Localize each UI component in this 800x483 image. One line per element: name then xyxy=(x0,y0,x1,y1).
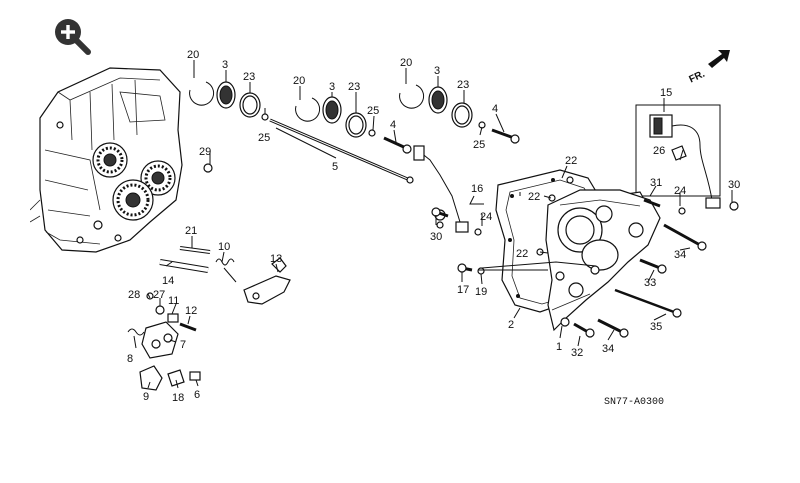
seal-set-right xyxy=(399,84,486,129)
callout-number: 19 xyxy=(475,286,487,298)
callout-number: 5 xyxy=(332,161,338,173)
callout-number: 1 xyxy=(556,341,562,353)
zoom-in-icon xyxy=(55,19,91,55)
callout-number: 22 xyxy=(516,248,528,260)
callout-number: 9 xyxy=(143,391,149,403)
bolt-4-left xyxy=(383,136,412,154)
callout-number: 15 xyxy=(660,87,672,99)
callout-number: 2 xyxy=(508,319,514,331)
seal-set-left xyxy=(189,81,269,121)
callout-number: 25 xyxy=(367,105,379,117)
callout-number: 33 xyxy=(644,277,656,289)
callout-number: 18 xyxy=(172,392,184,404)
small-parts-cluster xyxy=(127,292,201,391)
callout-number: 34 xyxy=(602,343,614,355)
callout-number: 35 xyxy=(650,321,662,333)
callout-number: 4 xyxy=(492,103,498,115)
callout-number: 16 xyxy=(471,183,483,195)
callout-number: 22 xyxy=(565,155,577,167)
callout-number: 8 xyxy=(127,353,133,365)
exploded-parts-diagram: FR. 20 3 23 25 20 3 23 25 20 3 23 4 4 25… xyxy=(30,49,740,408)
callout-number: 25 xyxy=(473,139,485,151)
callout-number: 23 xyxy=(243,71,255,83)
callout-number: 13 xyxy=(270,253,282,265)
callout-number: 3 xyxy=(329,81,335,93)
callout-number: 26 xyxy=(653,145,665,157)
transmission-housing xyxy=(30,67,183,253)
callout-number: 4 xyxy=(390,119,396,131)
pin-21 xyxy=(179,246,211,254)
callout-number: 12 xyxy=(185,305,197,317)
gear-3 xyxy=(112,179,154,221)
callout-number: 21 xyxy=(185,225,197,237)
diagram-code: SN77-A0300 xyxy=(604,397,664,408)
callout-number: 7 xyxy=(180,339,186,351)
callout-number: 23 xyxy=(457,79,469,91)
callout-number: 29 xyxy=(199,146,211,158)
bolt-set-right xyxy=(203,163,707,338)
callout-number: 20 xyxy=(400,57,412,69)
callout-number: 6 xyxy=(194,389,200,401)
side-cover xyxy=(545,189,661,332)
gear-1 xyxy=(92,142,128,178)
callout-number: 20 xyxy=(293,75,305,87)
callout-number: 3 xyxy=(434,65,440,77)
callout-number: 3 xyxy=(222,59,228,71)
callout-number: 30 xyxy=(728,179,740,191)
callout-number: 20 xyxy=(187,49,199,61)
callout-number: 27 xyxy=(153,289,165,301)
callout-number: 14 xyxy=(162,275,174,287)
callout-number: 30 xyxy=(430,231,442,243)
seal-set-middle xyxy=(295,96,376,138)
spring-10 xyxy=(215,258,237,283)
shaft-14 xyxy=(159,259,209,273)
shift-shaft xyxy=(269,118,414,184)
bolt-4-right xyxy=(491,128,520,144)
callout-number: 28 xyxy=(128,289,140,301)
callout-number: 17 xyxy=(457,284,469,296)
gear-2 xyxy=(140,160,176,196)
callout-number: 34 xyxy=(674,249,686,261)
callout-number: 24 xyxy=(674,185,686,197)
zoom-button[interactable] xyxy=(50,14,96,60)
callout-number: 32 xyxy=(571,347,583,359)
callout-number: 10 xyxy=(218,241,230,253)
sensor-15 xyxy=(635,104,739,215)
callout-number: 24 xyxy=(480,211,492,223)
leader-lines xyxy=(133,60,733,389)
callout-labels: 20 3 23 25 20 3 23 25 20 3 23 4 4 25 15 … xyxy=(127,49,740,404)
callout-number: 23 xyxy=(348,81,360,93)
direction-arrow-icon xyxy=(708,50,730,68)
direction-label: FR. xyxy=(687,69,706,86)
lever-13 xyxy=(243,257,291,305)
callout-number: 22 xyxy=(528,191,540,203)
callout-number: 31 xyxy=(650,177,662,189)
front-direction-indicator: FR. xyxy=(687,50,730,85)
callout-number: 25 xyxy=(258,132,270,144)
callout-number: 11 xyxy=(168,295,179,307)
